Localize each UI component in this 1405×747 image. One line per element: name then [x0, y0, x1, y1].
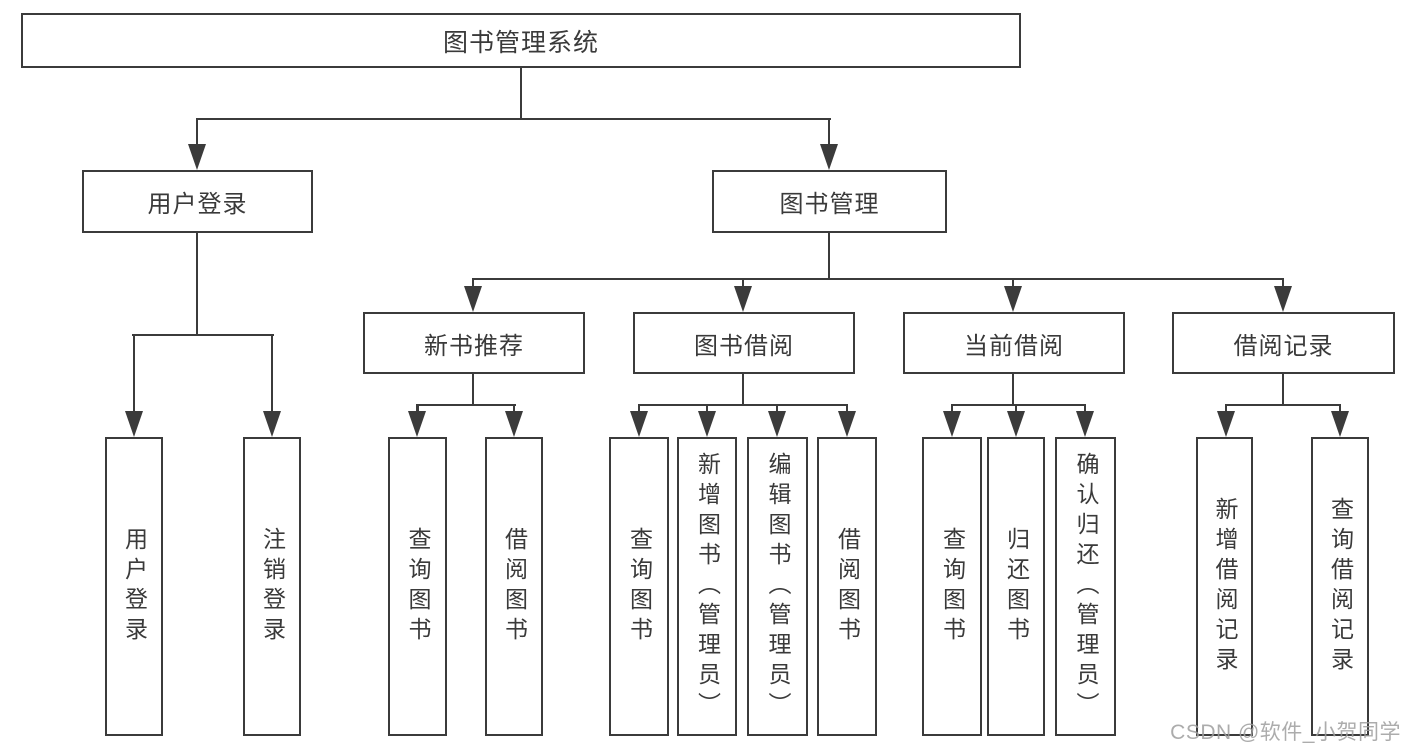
arrow-to-bb-edit-icon	[768, 411, 786, 437]
connector-to-br-add	[1224, 405, 1228, 415]
arrow-to-nbr-borrow-icon	[505, 411, 523, 437]
connector-to-nbr-query	[416, 405, 419, 415]
connector-book-management-split	[472, 277, 1284, 281]
leaf-bb-query-books: 查询图书	[609, 437, 669, 736]
connector-to-bb-borrow	[845, 405, 849, 415]
connector-to-leaf-user-login	[132, 335, 136, 413]
connector-user-login-split	[132, 333, 274, 337]
connector-to-bb-add	[705, 405, 709, 415]
arrow-to-new-book-recommendation-icon	[464, 286, 482, 312]
connector-to-bb-edit	[775, 405, 779, 415]
arrow-to-bb-borrow-icon	[838, 411, 856, 437]
connector-root-to-user-login	[195, 119, 199, 149]
leaf-bb-borrow-books: 借阅图书	[817, 437, 877, 736]
connector-bb-stub	[741, 374, 745, 406]
connector-root-stub	[519, 68, 523, 120]
node-current-borrowing: 当前借阅	[903, 312, 1125, 374]
node-user-login: 用户登录	[82, 170, 313, 233]
arrow-to-leaf-logout-icon	[263, 411, 281, 437]
leaf-br-add-record: 新增借阅记录	[1196, 437, 1253, 736]
arrow-to-borrowing-records-icon	[1274, 286, 1292, 312]
leaf-user-login: 用户登录	[105, 437, 163, 736]
connector-to-bb-query	[637, 405, 641, 415]
leaf-logout: 注销登录	[243, 437, 301, 736]
connector-root-to-book-management	[827, 119, 831, 149]
leaf-bb-edit-book-admin: 编辑图书（管理员）	[747, 437, 808, 736]
node-library-system: 图书管理系统	[21, 13, 1021, 68]
connector-cb-split	[951, 403, 1086, 407]
leaf-cb-query-books: 查询图书	[922, 437, 982, 736]
arrow-to-user-login-icon	[188, 144, 206, 170]
connector-to-cb-query	[950, 405, 954, 415]
node-book-borrowing: 图书借阅	[633, 312, 855, 374]
connector-user-login-stub	[195, 233, 199, 336]
arrow-to-br-query-icon	[1331, 411, 1349, 437]
leaf-cb-confirm-return-admin: 确认归还（管理员）	[1055, 437, 1116, 736]
connector-to-new-book-recommendation	[471, 279, 475, 291]
node-new-book-recommendation: 新书推荐	[363, 312, 585, 374]
arrow-to-current-borrowing-icon	[1004, 286, 1022, 312]
arrow-to-nbr-query-icon	[408, 411, 426, 437]
connector-root-split	[196, 117, 831, 121]
connector-to-current-borrowing	[1011, 279, 1015, 291]
arrow-to-cb-query-icon	[943, 411, 961, 437]
connector-to-nbr-borrow	[512, 405, 516, 415]
arrow-to-cb-confirm-icon	[1076, 411, 1094, 437]
leaf-nbr-borrow-books: 借阅图书	[485, 437, 543, 736]
arrow-to-br-add-icon	[1217, 411, 1235, 437]
connector-book-management-stub	[827, 233, 831, 280]
arrow-to-book-borrowing-icon	[734, 286, 752, 312]
connector-br-stub	[1281, 374, 1285, 406]
connector-cb-stub	[1011, 374, 1015, 406]
node-borrowing-records: 借阅记录	[1172, 312, 1395, 374]
connector-nbr-stub	[471, 374, 475, 406]
connector-to-cb-confirm	[1083, 405, 1087, 415]
arrow-to-leaf-user-login-icon	[125, 411, 143, 437]
leaf-nbr-query-books: 查询图书	[388, 437, 447, 736]
leaf-br-query-record: 查询借阅记录	[1311, 437, 1369, 736]
arrow-to-cb-return-icon	[1007, 411, 1025, 437]
watermark: CSDN @软件_小贺同学	[1170, 721, 1401, 744]
leaf-bb-add-book-admin: 新增图书（管理员）	[677, 437, 737, 736]
leaf-cb-return-books: 归还图书	[987, 437, 1045, 736]
connector-to-br-query	[1338, 405, 1342, 415]
connector-to-borrowing-records	[1281, 279, 1285, 291]
connector-to-leaf-logout	[270, 335, 274, 413]
arrow-to-book-management-icon	[820, 144, 838, 170]
arrow-to-bb-add-icon	[698, 411, 716, 437]
node-book-management: 图书管理	[712, 170, 947, 233]
arrow-to-bb-query-icon	[630, 411, 648, 437]
connector-to-cb-return	[1014, 405, 1018, 415]
connector-br-split	[1225, 403, 1341, 407]
connector-nbr-split	[416, 403, 516, 407]
connector-to-book-borrowing	[741, 279, 745, 291]
connector-bb-split	[638, 403, 848, 407]
